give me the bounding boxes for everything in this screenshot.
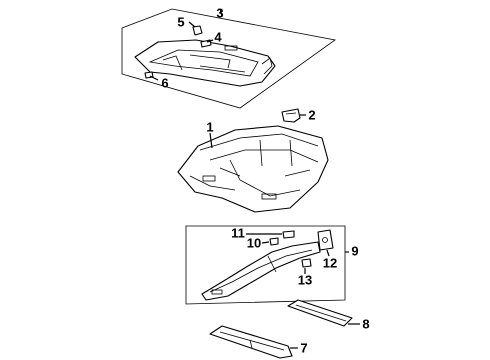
part-13-clip — [301, 258, 312, 268]
part-10-clip — [269, 237, 279, 246]
callout-10: 10 — [247, 235, 261, 250]
callout-5: 5 — [177, 14, 184, 29]
callout-8: 8 — [362, 316, 369, 331]
group-9-frame — [185, 225, 346, 305]
part-2-bracket — [281, 108, 301, 123]
part-7-crossmember — [209, 325, 293, 359]
part-11-clip — [282, 230, 295, 239]
part-5-clip — [192, 25, 203, 36]
callout-4: 4 — [214, 29, 222, 44]
callout-3: 3 — [216, 6, 223, 21]
part-2-bracket-group — [281, 108, 306, 123]
part-7-group — [209, 325, 298, 359]
callout-6: 6 — [161, 75, 168, 90]
callout-12: 12 — [323, 255, 337, 270]
callout-13: 13 — [298, 272, 312, 287]
front-floor-pan — [177, 125, 329, 213]
callout-1: 1 — [206, 119, 213, 134]
side-rail-group — [185, 225, 349, 305]
callout-7: 7 — [300, 340, 307, 355]
callout-2: 2 — [308, 107, 315, 122]
side-rail — [201, 241, 321, 301]
part-12-bracket — [317, 229, 334, 251]
callout-11: 11 — [231, 225, 245, 240]
part-8-group — [287, 299, 360, 327]
group-3-frame — [121, 8, 336, 109]
front-floor-pan-group — [177, 125, 329, 213]
rear-floor-pan-group — [121, 8, 336, 109]
callout-9: 9 — [351, 243, 358, 258]
